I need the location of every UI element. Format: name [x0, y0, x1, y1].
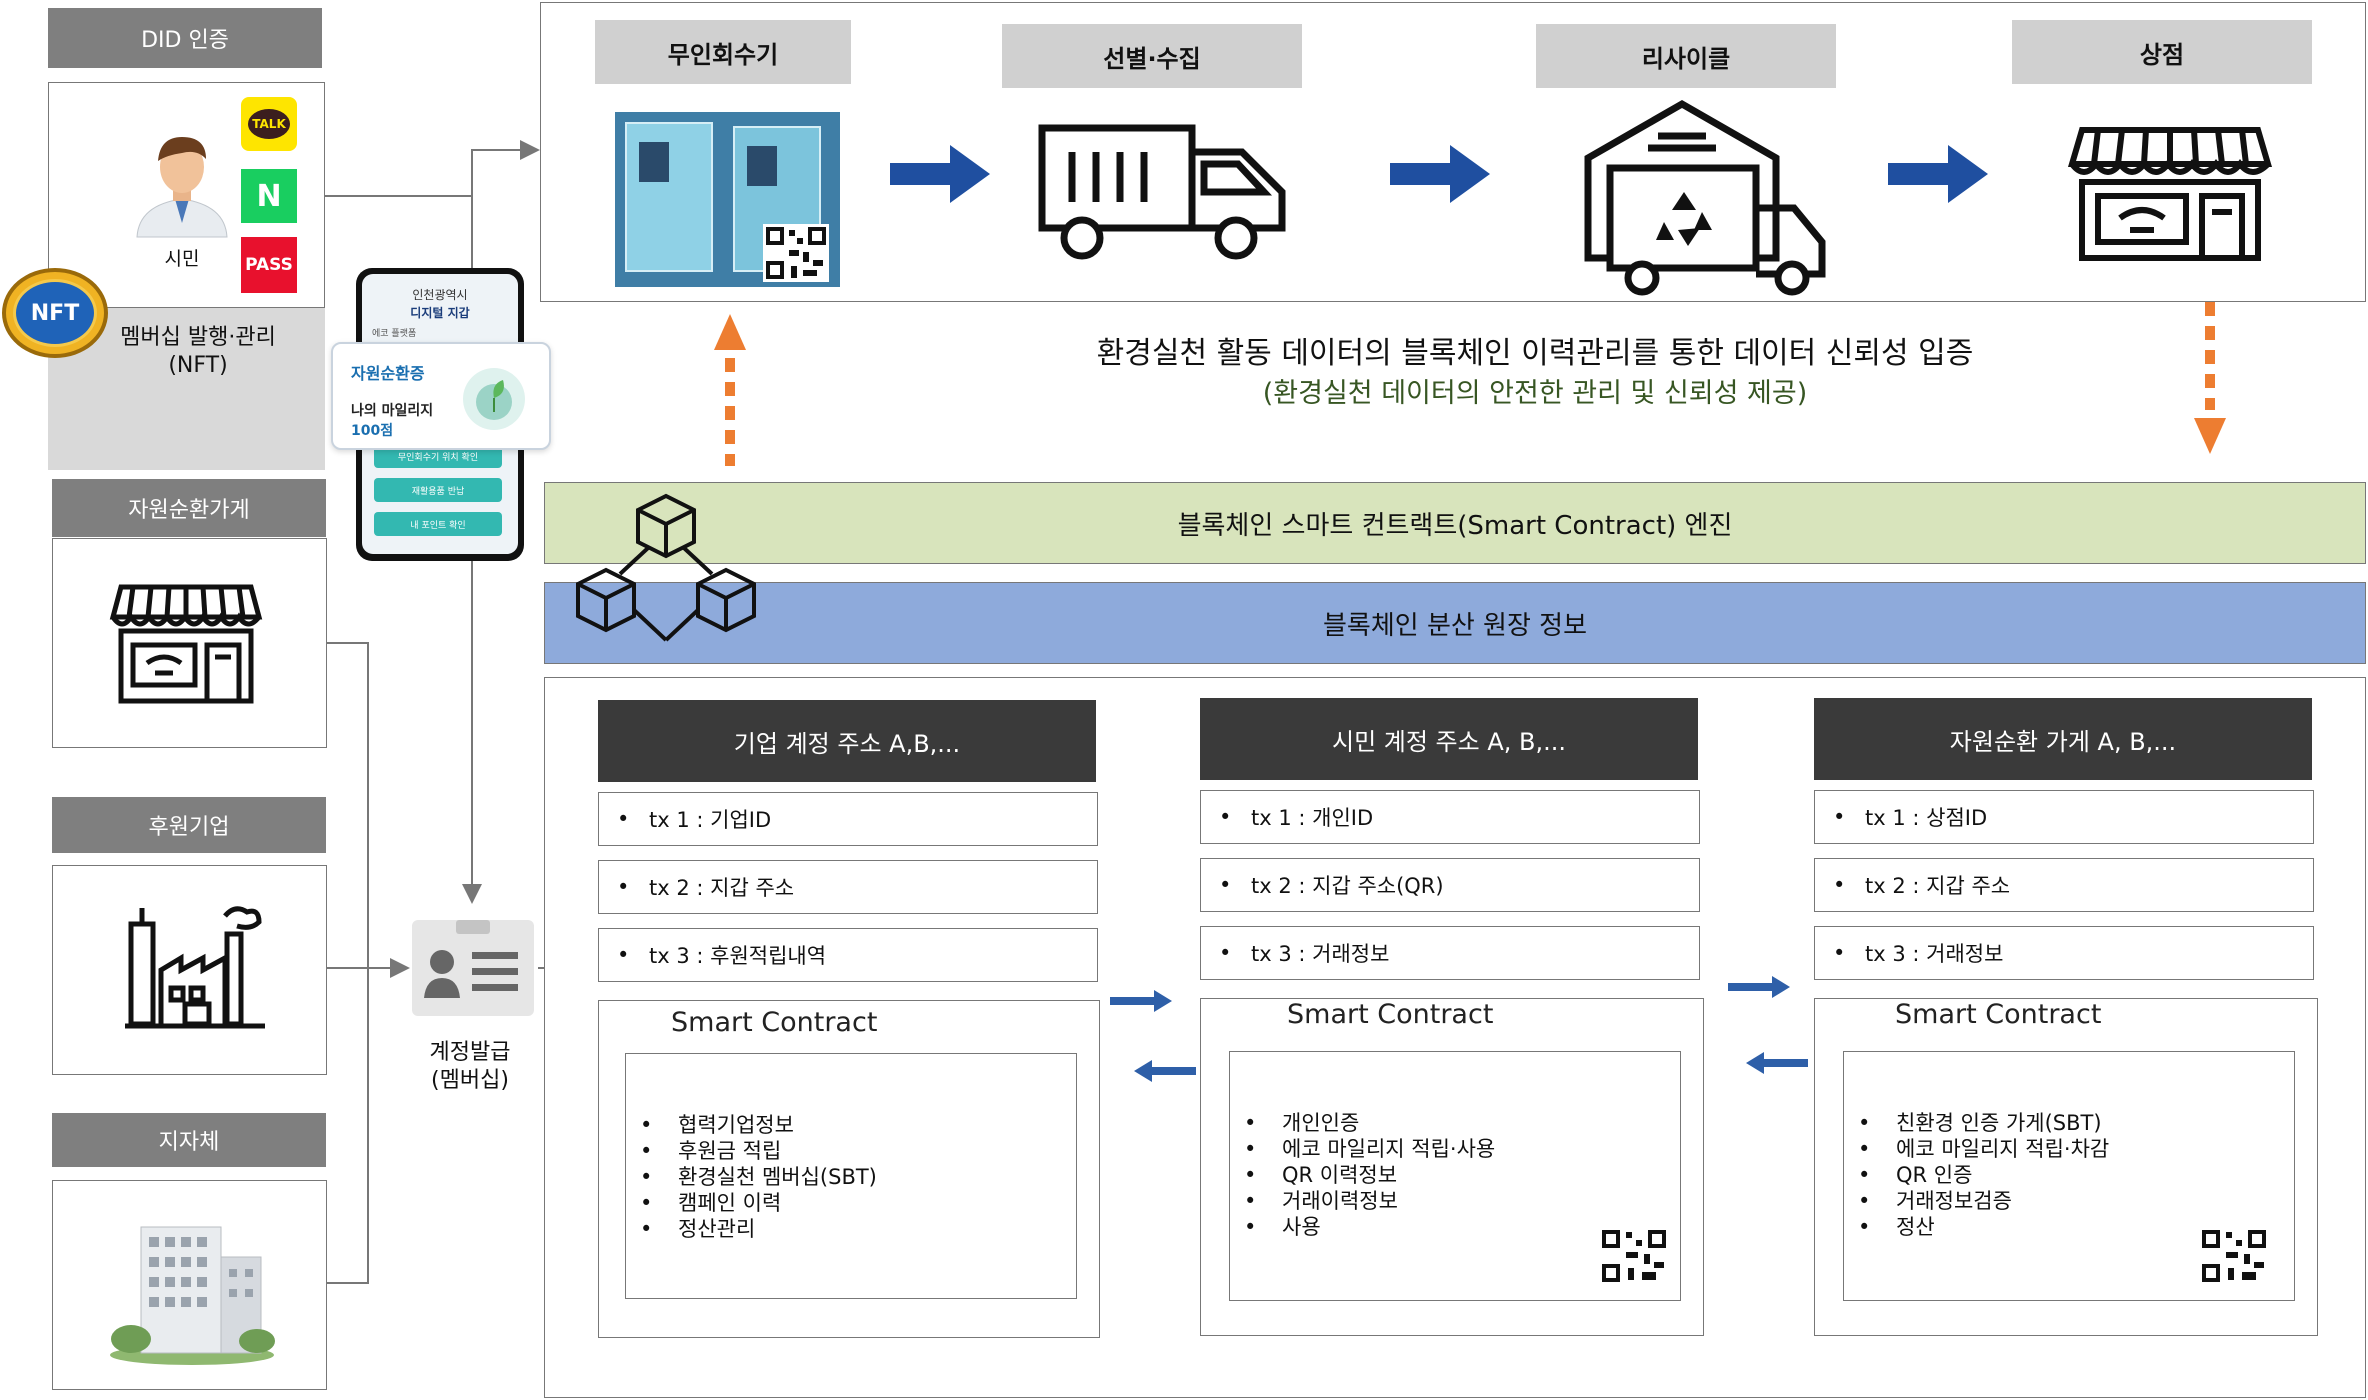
shop-sc-inner: •친환경 인증 가게(SBT) •에코 마일리지 적립·차감 •QR 인증 •거…	[1843, 1051, 2295, 1301]
orange-down-arrow	[2194, 302, 2226, 454]
citizen-tx1: •tx 1 : 개인ID	[1200, 790, 1700, 844]
citizen-smart-contract: Smart Contract •개인인증 •에코 마일리지 적립·사용 •QR …	[1200, 998, 1704, 1336]
orange-up-arrow	[714, 314, 746, 466]
corporate-sc-inner: •협력기업정보 •후원금 적립 •환경실천 멤버십(SBT) •캠페인 이력 •…	[625, 1053, 1077, 1299]
corporate-tx1: •tx 1 : 기업ID	[598, 792, 1098, 846]
phone-wallet-title: 디지털 지갑	[410, 305, 470, 320]
exchange-right-arrow-2	[1728, 976, 1790, 998]
naver-icon: N	[241, 169, 297, 223]
id-card-icon	[412, 920, 534, 1016]
account-label-2: (멤버십)	[431, 1068, 509, 1093]
citizen-tx2: •tx 2 : 지갑 주소(QR)	[1200, 858, 1700, 912]
membership-label-2: (NFT)	[168, 352, 228, 378]
shop-tx1: •tx 1 : 상점ID	[1814, 790, 2314, 844]
corporate-tx3: •tx 3 : 후원적립내역	[598, 928, 1098, 982]
did-panel: 시민 TALK N PASS 멤버십 발행·관리 (NFT)	[48, 82, 325, 470]
shop-icon	[109, 584, 263, 704]
smart-contract-engine-band: 블록체인 스마트 컨트랙트(Smart Contract) 엔진	[544, 482, 2366, 564]
kiosk-photo	[615, 112, 840, 287]
building-icon	[110, 1226, 275, 1365]
factory-icon	[125, 906, 265, 1029]
citizen-account-header: 시민 계정 주소 A, B,...	[1200, 698, 1698, 780]
step-kiosk-header: 무인회수기	[595, 20, 851, 84]
shop-header: 자원순환가게	[52, 479, 326, 537]
leaf-icon	[463, 368, 525, 430]
citizen-tx3: •tx 3 : 거래정보	[1200, 926, 1700, 980]
citizen-sc-inner: •개인인증 •에코 마일리지 적립·사용 •QR 이력정보 •거래이력정보 •사…	[1229, 1051, 1681, 1301]
corporate-sc-list: •협력기업정보 •후원금 적립 •환경실천 멤버십(SBT) •캠페인 이력 •…	[640, 1113, 877, 1241]
qr-code-icon	[763, 224, 829, 282]
headline: 환경실천 활동 데이터의 블록체인 이력관리를 통한 데이터 신뢰성 입증	[1096, 336, 1974, 371]
pass-icon: PASS	[241, 237, 297, 293]
flow-arrow-1	[890, 145, 990, 203]
qr-code-icon	[2202, 1230, 2266, 1282]
sponsor-header: 후원기업	[52, 797, 326, 853]
phone-brand: 에코 플랫폼	[372, 329, 417, 339]
shop-smart-contract: Smart Contract •친환경 인증 가게(SBT) •에코 마일리지 …	[1814, 998, 2318, 1336]
truck-icon	[1038, 124, 1286, 260]
account-label-1: 계정발급	[429, 1040, 511, 1065]
phone-btn-points[interactable]: 내 포인트 확인	[374, 512, 502, 536]
citizen-label: 시민	[164, 247, 200, 270]
citizen-icon	[136, 137, 228, 238]
gov-box	[52, 1180, 327, 1390]
did-inner-box: 시민 TALK N PASS	[48, 82, 325, 308]
subheadline: (환경실천 데이터의 안전한 관리 및 신뢰성 제공)	[1262, 377, 1808, 409]
shop-tx2: •tx 2 : 지갑 주소	[1814, 858, 2314, 912]
distributed-ledger-band: 블록체인 분산 원장 정보	[544, 582, 2366, 664]
gov-header: 지자체	[52, 1113, 326, 1167]
citizen-sc-title: Smart Contract	[1287, 999, 1494, 1030]
nft-coin-icon: NFT	[2, 268, 108, 358]
recycle-facility-icon	[1584, 99, 1826, 296]
flow-arrow-3	[1888, 145, 1988, 203]
phone-city: 인천광역시	[412, 287, 468, 302]
corporate-tx2: •tx 2 : 지갑 주소	[598, 860, 1098, 914]
sponsor-box	[52, 865, 327, 1075]
step-shop-header: 상점	[2012, 20, 2312, 84]
phone-card-points: 100점	[351, 423, 394, 439]
nft-badge-label: NFT	[13, 279, 97, 347]
kakao-icon: TALK	[241, 97, 297, 151]
citizen-sc-list: •개인인증 •에코 마일리지 적립·사용 •QR 이력정보 •거래이력정보 •사…	[1244, 1111, 1496, 1239]
phone-card: 자원순환증 나의 마일리지 100점	[331, 342, 551, 450]
shop-sc-list: •친환경 인증 가게(SBT) •에코 마일리지 적립·차감 •QR 인증 •거…	[1858, 1111, 2110, 1239]
membership-label-1: 멤버십 발행·관리	[120, 325, 276, 350]
exchange-left-arrow-2	[1746, 1052, 1808, 1074]
exchange-right-arrow-1	[1110, 990, 1172, 1012]
did-header: DID 인증	[48, 8, 322, 68]
shop-account-header: 자원순환 가게 A, B,...	[1814, 698, 2312, 780]
step-collect-header: 선별·수집	[1002, 24, 1302, 88]
step-recycle-header: 리사이클	[1536, 24, 1836, 88]
store-icon	[2067, 127, 2273, 261]
phone-card-mileage: 나의 마일리지	[351, 403, 434, 419]
corporate-sc-title: Smart Contract	[671, 1007, 878, 1038]
shop-sc-title: Smart Contract	[1895, 999, 2102, 1030]
exchange-left-arrow-1	[1134, 1060, 1196, 1082]
shop-tx3: •tx 3 : 거래정보	[1814, 926, 2314, 980]
blockchain-cubes-icon	[576, 493, 756, 642]
qr-code-icon	[1602, 1230, 1666, 1282]
shop-box	[52, 538, 327, 748]
corporate-smart-contract: Smart Contract •협력기업정보 •후원금 적립 •환경실천 멤버십…	[598, 1000, 1100, 1338]
phone-btn-return[interactable]: 재활용품 반납	[374, 478, 502, 502]
phone-card-title: 자원순환증	[351, 364, 425, 383]
flow-arrow-2	[1390, 145, 1490, 203]
corporate-account-header: 기업 계정 주소 A,B,...	[598, 700, 1096, 782]
kakao-label: TALK	[248, 109, 290, 139]
